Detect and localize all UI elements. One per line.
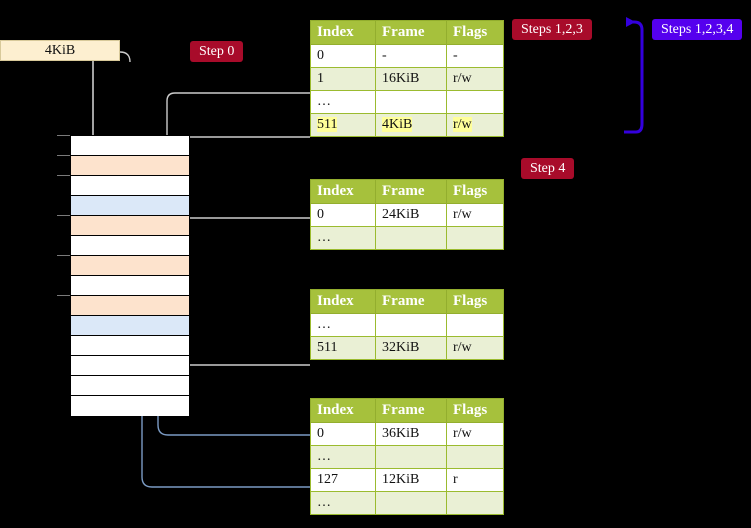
table-cell: 127 <box>310 468 376 492</box>
memory-size-banner: 4KiB <box>0 40 120 61</box>
table-cell <box>375 90 447 114</box>
table-row: 0-- <box>310 44 504 68</box>
table-cell: r/w <box>446 422 504 446</box>
column-header-flags: Flags <box>446 398 504 423</box>
table-cell <box>446 491 504 515</box>
table-cell: 36KiB <box>375 422 447 446</box>
memory-size-label: 4KiB <box>44 42 76 58</box>
table-row: … <box>310 90 504 114</box>
table-cell: r <box>446 468 504 492</box>
table-cell: 24KiB <box>375 203 447 227</box>
table-cell <box>375 226 447 250</box>
grid-tick <box>57 295 70 296</box>
table-cell <box>446 226 504 250</box>
table-cell: - <box>375 44 447 68</box>
column-header-index: Index <box>310 20 376 45</box>
memory-frame-row <box>71 236 189 256</box>
column-header-flags: Flags <box>446 20 504 45</box>
table-cell: r/w <box>446 203 504 227</box>
grid-tick <box>57 255 70 256</box>
column-header-frame: Frame <box>375 20 447 45</box>
table-cell: 511 <box>310 113 376 137</box>
table-cell: 16KiB <box>375 67 447 91</box>
column-header-flags: Flags <box>446 179 504 204</box>
memory-frame-row <box>71 256 189 276</box>
table-cell: r/w <box>446 336 504 360</box>
table-row: … <box>310 491 504 515</box>
memory-frame-grid <box>70 135 190 416</box>
column-header-flags: Flags <box>446 289 504 314</box>
table-cell <box>446 445 504 469</box>
badge-steps-123: Steps 1,2,3 <box>512 19 592 41</box>
table-cell: 511 <box>310 336 376 360</box>
table-cell: 0 <box>310 44 376 68</box>
table-cell: … <box>310 491 376 515</box>
table-cell <box>375 445 447 469</box>
column-header-index: Index <box>310 289 376 314</box>
column-header-index: Index <box>310 398 376 423</box>
column-header-index: Index <box>310 179 376 204</box>
column-header-frame: Frame <box>375 289 447 314</box>
memory-frame-row <box>71 276 189 296</box>
table-cell: 0 <box>310 203 376 227</box>
grid-tick <box>57 155 70 156</box>
table-cell: r/w <box>446 67 504 91</box>
grid-tick <box>57 135 70 136</box>
table-cell: … <box>310 90 376 114</box>
table-row: … <box>310 226 504 250</box>
memory-frame-row <box>71 156 189 176</box>
column-header-frame: Frame <box>375 398 447 423</box>
table-cell: … <box>310 226 376 250</box>
memory-frame-row <box>71 336 189 356</box>
memory-frame-row <box>71 216 189 236</box>
column-header-frame: Frame <box>375 179 447 204</box>
table-cell: 12KiB <box>375 468 447 492</box>
table-row: … <box>310 313 504 337</box>
memory-frame-row <box>71 396 189 416</box>
table-cell <box>375 491 447 515</box>
table-cell: 0 <box>310 422 376 446</box>
grid-tick <box>57 215 70 216</box>
table-cell: … <box>310 313 376 337</box>
memory-frame-row <box>71 296 189 316</box>
table-cell <box>375 313 447 337</box>
table-cell <box>446 313 504 337</box>
table-cell: r/w <box>446 113 504 137</box>
table-cell: - <box>446 44 504 68</box>
badge-step-0: Step 0 <box>190 41 244 63</box>
memory-frame-row <box>71 196 189 216</box>
badge-steps-1234: Steps 1,2,3,4 <box>652 19 743 41</box>
table-cell <box>446 90 504 114</box>
memory-frame-row <box>71 316 189 336</box>
table-cell: … <box>310 445 376 469</box>
table-cell: 4KiB <box>375 113 447 137</box>
table-row: … <box>310 445 504 469</box>
memory-frame-row <box>71 176 189 196</box>
memory-frame-row <box>71 376 189 396</box>
memory-frame-row <box>71 356 189 376</box>
table-cell: 1 <box>310 67 376 91</box>
badge-step-4: Step 4 <box>521 158 575 180</box>
table-cell: 32KiB <box>375 336 447 360</box>
grid-tick <box>57 175 70 176</box>
memory-frame-row <box>71 136 189 156</box>
